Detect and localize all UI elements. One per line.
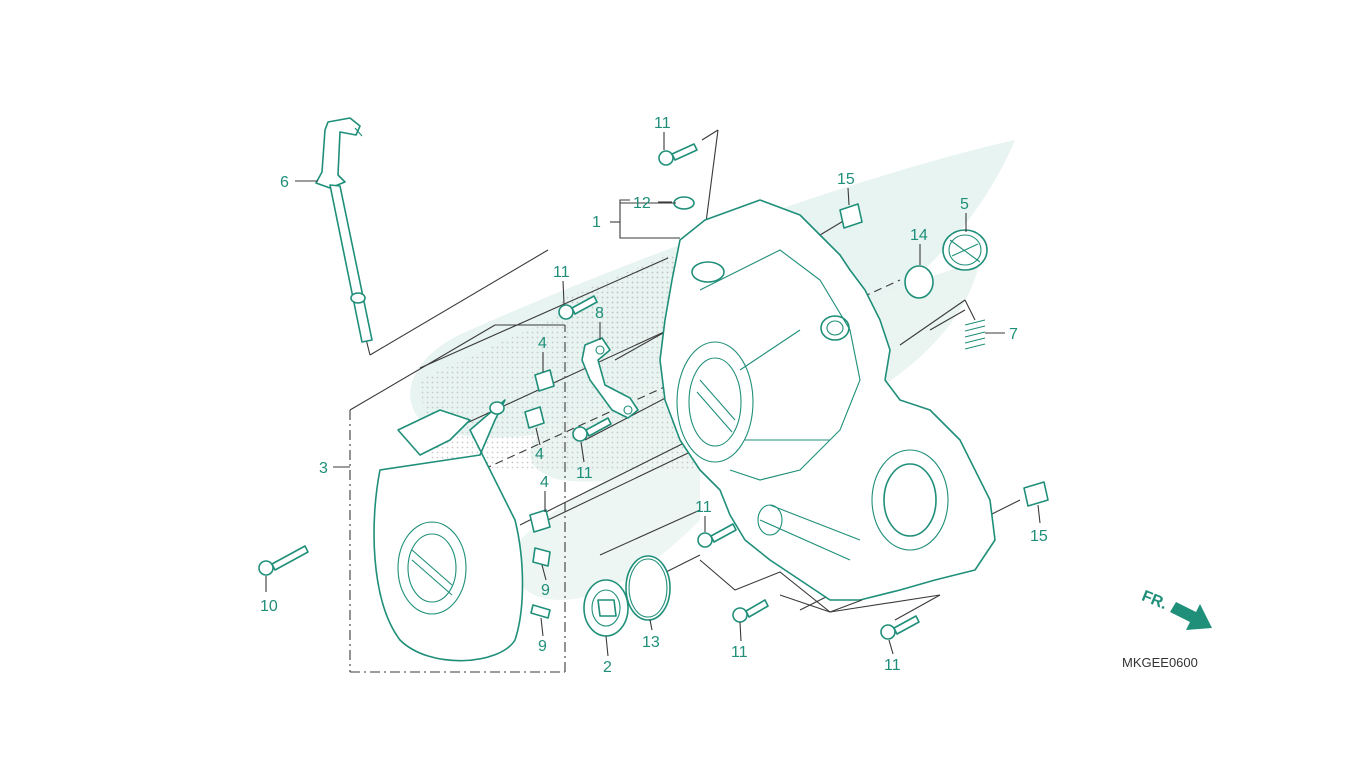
part-15-dowels bbox=[839, 203, 1049, 507]
part-14-oring bbox=[904, 265, 934, 299]
callout-15-a: 15 bbox=[837, 171, 855, 188]
bolt-11-bottom-right bbox=[880, 615, 920, 640]
callout-11-d: 11 bbox=[695, 499, 712, 516]
bolt-11-left-lower bbox=[572, 417, 612, 442]
callout-2: 2 bbox=[603, 659, 612, 676]
callout-1: 1 bbox=[592, 214, 601, 231]
callout-6: 6 bbox=[280, 174, 289, 191]
callout-11-c: 11 bbox=[576, 465, 593, 482]
part-6-rod bbox=[315, 117, 373, 343]
callout-11-f: 11 bbox=[884, 657, 901, 674]
part-4-dowels bbox=[524, 369, 555, 533]
callout-14: 14 bbox=[910, 227, 928, 244]
callout-15-b: 15 bbox=[1030, 528, 1048, 545]
part-13-oring bbox=[625, 555, 671, 621]
callout-9-b: 9 bbox=[538, 638, 547, 655]
callout-11-e: 11 bbox=[731, 644, 748, 661]
part-5-cap bbox=[942, 229, 988, 271]
direction-label: FR. bbox=[1139, 588, 1169, 613]
bolt-11-center bbox=[697, 523, 737, 548]
leader-brackets bbox=[610, 199, 941, 621]
part-1-crankcase-cover bbox=[659, 199, 996, 601]
callout-4-b: 4 bbox=[535, 446, 544, 463]
callout-10: 10 bbox=[260, 598, 278, 615]
callout-12: 12 bbox=[633, 195, 651, 212]
callout-9-a: 9 bbox=[541, 582, 550, 599]
diagram-code: MKGEE0600 bbox=[1122, 655, 1198, 670]
arrow-icon bbox=[1170, 602, 1212, 630]
part-9-clips bbox=[530, 547, 551, 619]
part-8-bracket bbox=[581, 337, 639, 419]
callout-4-a: 4 bbox=[538, 335, 547, 352]
callout-leaders bbox=[265, 132, 1041, 657]
callout-11-b: 11 bbox=[553, 264, 570, 281]
part-12-oring bbox=[673, 196, 695, 210]
callout-4-c: 4 bbox=[540, 474, 549, 491]
callout-11-a: 11 bbox=[654, 115, 671, 132]
callout-3: 3 bbox=[319, 460, 328, 477]
callout-8: 8 bbox=[595, 305, 604, 322]
bolt-11-top bbox=[658, 143, 698, 166]
callout-13: 13 bbox=[642, 634, 660, 651]
callouts: 1 2 3 4 4 4 5 6 7 8 9 9 10 11 11 11 11 1… bbox=[260, 115, 1048, 676]
direction-indicator: FR. bbox=[1139, 588, 1212, 630]
callout-7: 7 bbox=[1009, 326, 1018, 343]
bolt-10 bbox=[258, 545, 309, 576]
group-bracket bbox=[349, 324, 566, 673]
callout-5: 5 bbox=[960, 196, 969, 213]
part-7-spring bbox=[964, 319, 986, 350]
bolt-11-left-upper bbox=[558, 295, 598, 320]
part-2-plug bbox=[583, 579, 629, 637]
bolt-11-bottom-left bbox=[732, 599, 769, 623]
part-3-cover bbox=[373, 399, 524, 662]
